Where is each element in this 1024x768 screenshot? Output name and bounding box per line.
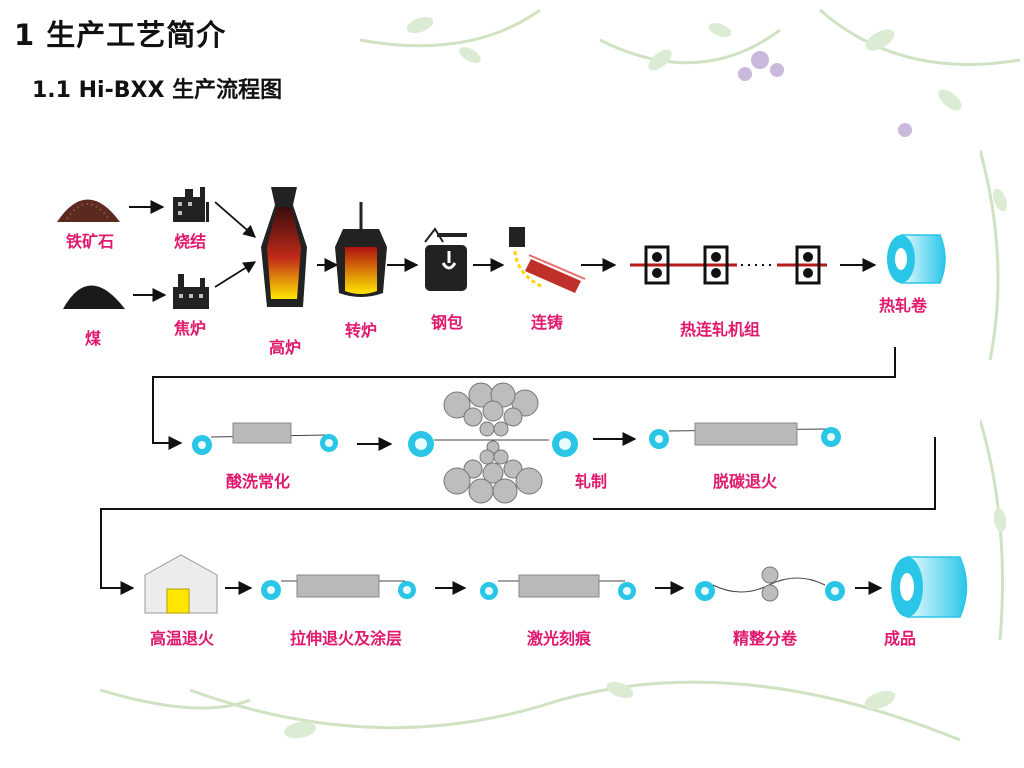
coke-oven-icon xyxy=(173,274,209,309)
label-converter: 转炉 xyxy=(344,321,378,340)
high-temperature-annealing-furnace-icon xyxy=(144,554,218,614)
ore-pile-icon xyxy=(57,199,120,222)
continuous-caster-icon xyxy=(509,227,586,293)
sinter-plant-icon xyxy=(173,187,209,222)
label-hot-rolling-mill: 热连轧机组 xyxy=(679,320,761,339)
ladle-icon xyxy=(424,227,467,291)
label-sinter: 烧结 xyxy=(173,232,207,251)
label-pickling-normalizing: 酸洗常化 xyxy=(225,472,291,491)
finishing-slitting-line-icon xyxy=(695,566,845,602)
label-blast-furnace: 高炉 xyxy=(268,338,302,357)
process-flow-diagram: 铁矿石 烧结 煤 焦炉 高炉 转炉 钢包 连铸 热连轧机组 热轧卷 酸洗常化 轧… xyxy=(45,147,980,667)
blast-furnace-icon xyxy=(261,187,307,307)
label-iron-ore: 铁矿石 xyxy=(65,232,115,251)
page-title: 1 生产工艺简介 xyxy=(14,18,227,52)
label-coal: 煤 xyxy=(84,329,102,348)
label-rolling: 轧制 xyxy=(574,472,608,491)
label-continuous-casting: 连铸 xyxy=(530,313,564,332)
tension-annealing-coating-line-icon xyxy=(261,574,416,600)
finished-coil-icon xyxy=(891,556,968,618)
converter-icon xyxy=(335,202,387,297)
label-finished-product: 成品 xyxy=(883,629,917,648)
label-coke-oven: 焦炉 xyxy=(173,319,207,338)
hot-rolled-coil-icon xyxy=(887,234,946,284)
label-tension-annealing-coating: 拉伸退火及涂层 xyxy=(289,629,403,648)
decarburization-annealing-line-icon xyxy=(649,422,841,449)
rolling-mill-icon xyxy=(408,382,578,504)
label-ladle: 钢包 xyxy=(430,313,464,332)
label-decarburization-annealing: 脱碳退火 xyxy=(712,472,778,491)
hot-rolling-mill-icon xyxy=(630,245,827,285)
coal-pile-icon xyxy=(63,285,125,309)
laser-scribing-line-icon xyxy=(480,574,636,600)
label-hot-rolled-coil: 热轧卷 xyxy=(878,296,928,315)
label-finishing-slitting: 精整分卷 xyxy=(732,629,798,648)
pickling-line-icon xyxy=(192,422,338,455)
page-subtitle: 1.1 Hi-BXX 生产流程图 xyxy=(32,78,283,103)
label-high-temperature-annealing: 高温退火 xyxy=(149,629,215,648)
label-laser-scribing: 激光刻痕 xyxy=(526,629,592,648)
